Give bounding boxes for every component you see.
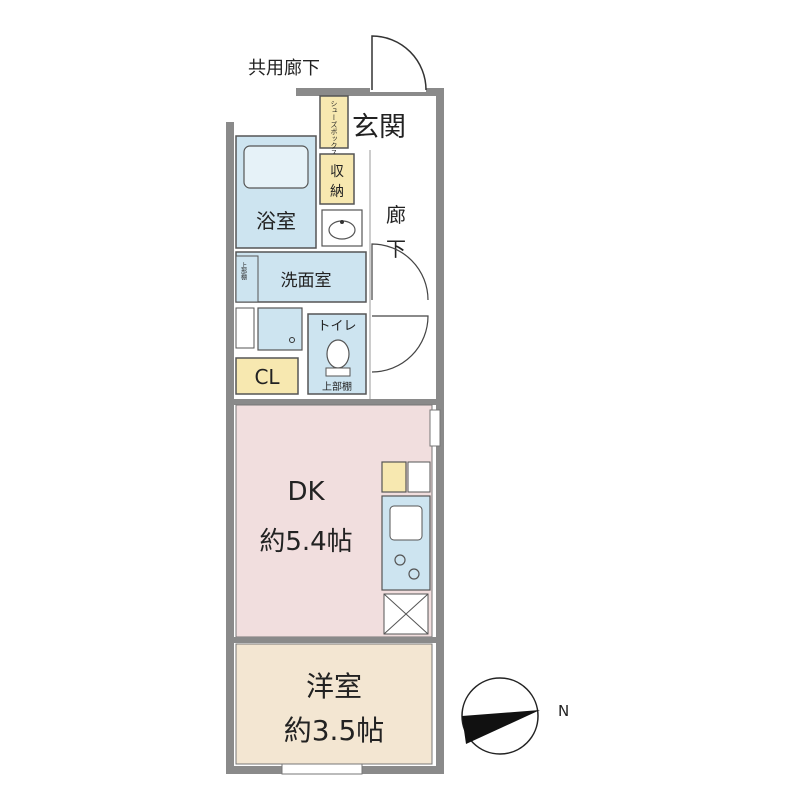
washer-space bbox=[235, 307, 303, 351]
closet: CL bbox=[235, 357, 299, 395]
bath-label: 浴室 bbox=[256, 209, 296, 233]
dk-name-label: DK bbox=[287, 477, 325, 507]
hallway: 廊 下 bbox=[369, 150, 429, 400]
toilet-label: トイレ bbox=[317, 319, 356, 334]
washroom-shelf-label: 上部棚 bbox=[240, 261, 247, 281]
closet-label: CL bbox=[254, 365, 280, 389]
storage: 収 納 bbox=[319, 153, 355, 205]
wash-basin bbox=[321, 209, 363, 247]
compass-icon: N bbox=[461, 677, 569, 755]
compass-north-label: N bbox=[558, 702, 569, 720]
western-name-label: 洋室 bbox=[306, 670, 362, 703]
dk-size-label: 約5.4帖 bbox=[259, 527, 352, 557]
washroom: 上部棚 洗面室 bbox=[235, 251, 367, 303]
toilet-room: トイレ 上部棚 bbox=[307, 313, 367, 395]
shoe-box: シューズボックス bbox=[319, 95, 349, 156]
shoe-box-label: シューズボックス bbox=[330, 100, 338, 156]
entrance-door bbox=[370, 35, 427, 92]
western-size-label: 約3.5帖 bbox=[284, 714, 385, 747]
washroom-label: 洗面室 bbox=[281, 271, 332, 291]
bath-room: 浴室 bbox=[235, 135, 317, 249]
western-room: 洋室 約3.5帖 bbox=[235, 643, 433, 765]
kitchen-counter bbox=[381, 461, 431, 635]
entrance-label: 玄関 bbox=[352, 112, 406, 143]
hall-label-1: 廊 bbox=[386, 203, 406, 227]
toilet-shelf-label: 上部棚 bbox=[322, 380, 352, 393]
storage-label-1: 収 bbox=[330, 164, 344, 180]
shared-corridor-label: 共用廊下 bbox=[248, 58, 320, 79]
storage-label-2: 納 bbox=[330, 184, 344, 200]
